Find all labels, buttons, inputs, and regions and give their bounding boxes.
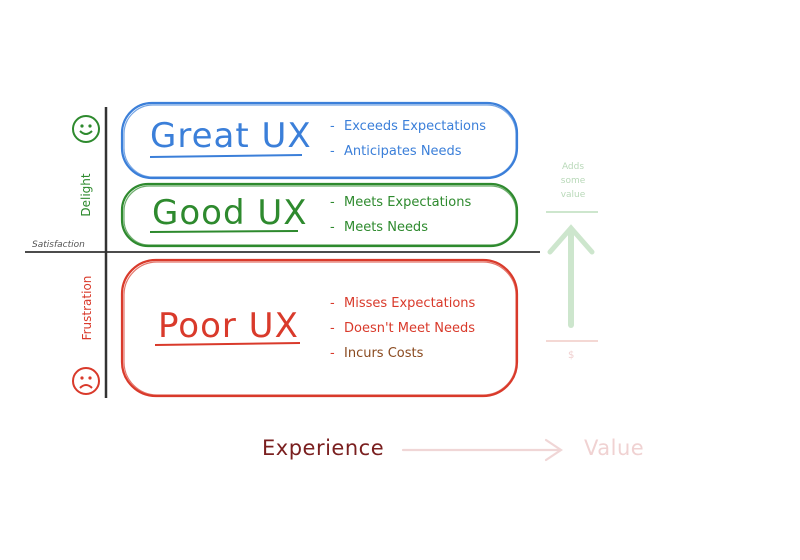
experience-label: Experience <box>262 436 385 460</box>
bullet-dash: - <box>330 119 335 134</box>
value-top-label-line: Adds <box>561 162 585 172</box>
good-ux-underline <box>149 230 299 233</box>
value-top-label-line: some <box>560 176 586 186</box>
bullet-text: Meets Expectations <box>344 195 472 210</box>
value-top-label: Adds some value <box>556 160 590 202</box>
list-item: -Meets Expectations <box>330 190 471 215</box>
value-up-arrow <box>547 224 595 328</box>
poor-ux-underline <box>154 342 301 346</box>
great-ux-box-outline <box>120 101 519 180</box>
poor-ux-title: Poor UX <box>158 306 299 346</box>
list-item: -Exceeds Expectations <box>330 114 486 139</box>
value-bottom-label: $ <box>568 350 575 361</box>
bullet-text: Doesn't Meet Needs <box>344 321 475 336</box>
bullet-text: Incurs Costs <box>344 346 424 361</box>
list-item: -Anticipates Needs <box>330 139 486 164</box>
list-item: -Meets Needs <box>330 215 471 240</box>
bullet-dash: - <box>330 220 335 235</box>
bullet-dash: - <box>330 321 335 336</box>
value-label: Value <box>584 436 645 460</box>
delight-label: Delight <box>79 173 93 217</box>
bullet-dash: - <box>330 195 335 210</box>
list-item: -Misses Expectations <box>330 291 475 316</box>
frustration-label: Frustration <box>80 275 94 341</box>
bullet-text: Misses Expectations <box>344 296 476 311</box>
bullet-dash: - <box>330 346 335 361</box>
satisfaction-label: Satisfaction <box>32 240 85 250</box>
great-ux-title: Great UX <box>150 116 312 156</box>
poor-ux-bullets: -Misses Expectations -Doesn't Meet Needs… <box>330 291 475 366</box>
good-ux-title: Good UX <box>152 193 308 233</box>
good-ux-box-outline <box>120 182 519 248</box>
experience-to-value-arrow <box>401 438 563 462</box>
great-ux-underline <box>149 154 303 158</box>
sad-face-icon <box>72 367 100 395</box>
bullet-dash: - <box>330 296 335 311</box>
value-top-label-line: value <box>560 190 586 200</box>
bullet-text: Anticipates Needs <box>344 144 462 159</box>
bullet-text: Meets Needs <box>344 220 428 235</box>
poor-ux-box-outline <box>120 258 519 398</box>
list-item: -Doesn't Meet Needs <box>330 316 475 341</box>
bullet-text: Exceeds Expectations <box>344 119 487 134</box>
happy-face-icon <box>72 115 100 143</box>
bullet-dash: - <box>330 144 335 159</box>
good-ux-bullets: -Meets Expectations -Meets Needs <box>330 190 471 240</box>
great-ux-bullets: -Exceeds Expectations -Anticipates Needs <box>330 114 486 164</box>
list-item: -Incurs Costs <box>330 341 475 366</box>
